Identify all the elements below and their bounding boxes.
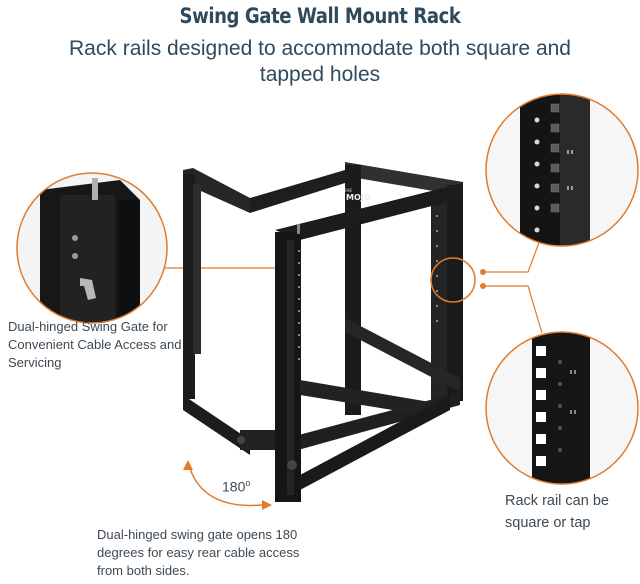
rack-frame (183, 162, 463, 502)
zoom-marker-circle (430, 257, 476, 303)
hinge-caption: Dual-hinged Swing Gate for Convenient Ca… (8, 319, 182, 370)
square-rail-detail-zoom (485, 331, 639, 485)
rotation-arrow-icon (183, 460, 272, 510)
callout-connector-lines (155, 239, 543, 334)
connector-dot (480, 269, 486, 275)
brand-logo-small: THE (343, 188, 352, 193)
tapped-rail-detail-zoom (485, 93, 639, 247)
page-subtitle: Rack rails designed to accommodate both … (69, 37, 571, 86)
hinge-detail-zoom (16, 172, 168, 324)
rack-rail-caption: Rack rail can be square or tap (505, 493, 609, 531)
rotation-angle-label: 180o (222, 478, 251, 495)
connector-dot (480, 283, 486, 289)
brand-logo: MOJO (346, 193, 371, 202)
swing-gate-caption: Dual-hinged swing gate opens 180 degrees… (97, 527, 300, 578)
page-title: Swing Gate Wall Mount Rack (179, 4, 461, 28)
